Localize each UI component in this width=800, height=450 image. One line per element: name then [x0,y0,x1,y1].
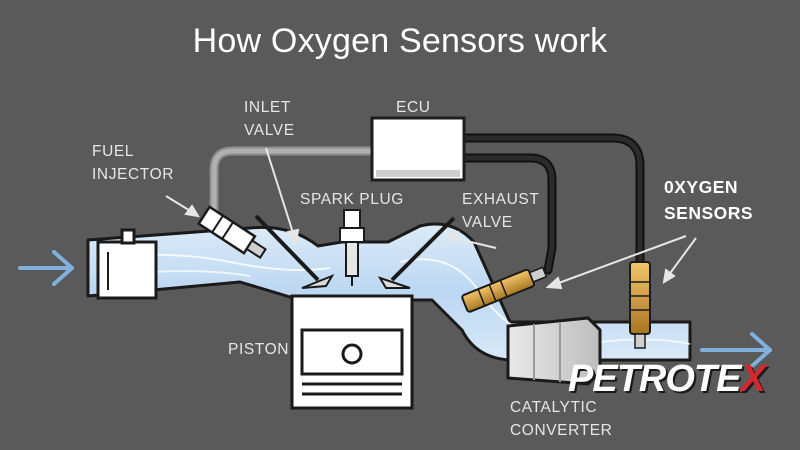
logo-text-c: X [740,358,765,400]
ecu-wires [209,133,645,275]
fuel-injector-shape [196,205,267,260]
label-spark-plug: SPARK PLUG [300,191,404,208]
label-ecu: ECU [396,99,431,116]
upstream-oxygen-sensor [461,266,548,313]
label-catalytic-converter: CATALYTIC CONVERTER [510,399,613,439]
label-oxygen-sensors: 0XYGEN SENSORS [664,177,754,223]
label-fuel-injector: FUEL INJECTOR [92,143,175,183]
ecu-box [370,116,466,182]
page-title: How Oxygen Sensors work [192,22,608,60]
label-inlet-valve: INLET VALVE [244,99,295,139]
catalytic-converter-shape [506,316,602,386]
label-piston: PISTON [228,341,290,358]
label-exhaust-valve: EXHAUST VALVE [462,191,540,231]
petrotex-logo: PETROTEX [568,358,800,408]
air-flow-meter [96,228,158,300]
logo-text-a: PETRO [568,358,695,400]
spark-plug-shape [339,209,365,286]
inlet-valve-shape [254,214,335,289]
exhaust-valve-shape [377,216,456,289]
exhaust-arrow [700,332,772,368]
engine-cylinder [290,294,414,410]
label-pointers [165,147,697,290]
downstream-oxygen-sensor [629,261,651,349]
logo-text-b: TE [693,358,742,400]
intake-arrow [18,250,74,286]
